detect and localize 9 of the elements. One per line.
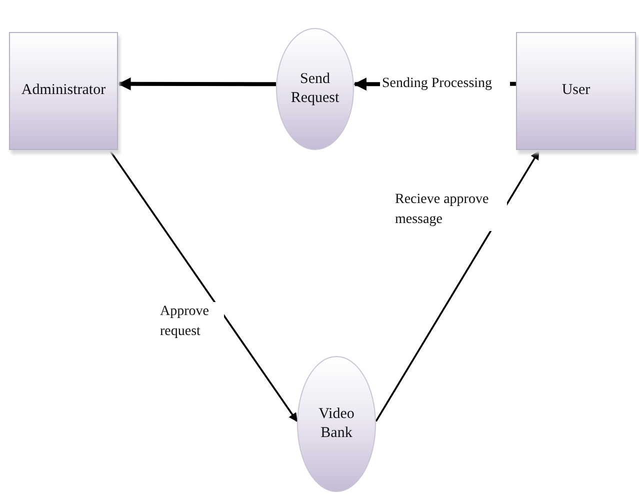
- arrow: [110, 150, 298, 422]
- node-label: User: [562, 81, 590, 100]
- node-label: Send Request: [290, 70, 340, 108]
- entity-box: [516, 32, 636, 150]
- node-label: Video Bank: [318, 404, 356, 443]
- node-label: Administrator: [21, 81, 106, 100]
- entity-box: [9, 32, 118, 150]
- arrow: [118, 77, 276, 90]
- arrow: [375, 150, 540, 422]
